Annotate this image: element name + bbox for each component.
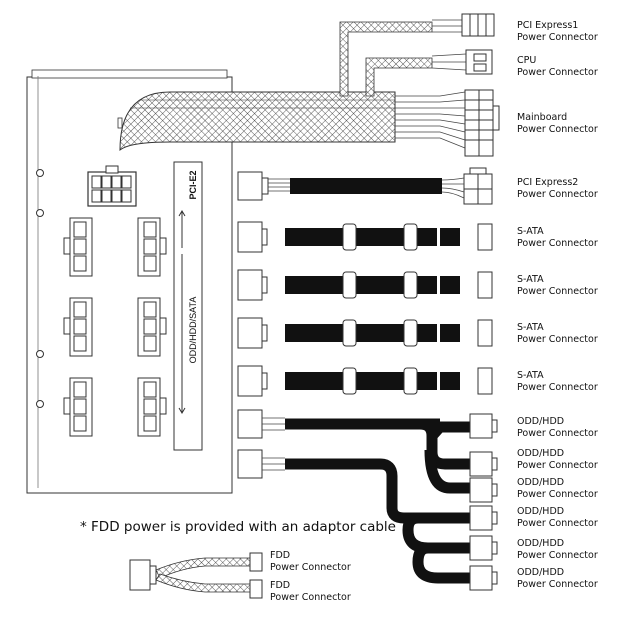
psu-panel: PCI-E2 ODD/HDD/SATA: [26, 69, 233, 494]
cpu-connector: [465, 49, 493, 75]
pcie2-connector: [463, 167, 493, 205]
fdd-adaptor-cable: [129, 552, 263, 599]
odd-hdd-cables: [237, 409, 498, 591]
mainboard-connector: [464, 89, 500, 157]
end-connectors: [461, 13, 500, 205]
panel-screw-holes: [36, 169, 44, 408]
fixed-cable-bundle: [119, 19, 467, 152]
pcie-8pin-socket: [87, 165, 137, 207]
pcie2-slot-label: PCI-E2: [188, 170, 198, 199]
sata-cables: [237, 221, 493, 397]
pcie1-connector: [461, 13, 495, 37]
odd-hdd-sata-slot-label: ODD/HDD/SATA: [188, 297, 198, 364]
fdd-adaptor-note: * FDD power is provided with an adaptor …: [80, 519, 396, 535]
pcie2-modular-cable: [237, 171, 465, 201]
peripheral-sockets: [63, 217, 167, 437]
